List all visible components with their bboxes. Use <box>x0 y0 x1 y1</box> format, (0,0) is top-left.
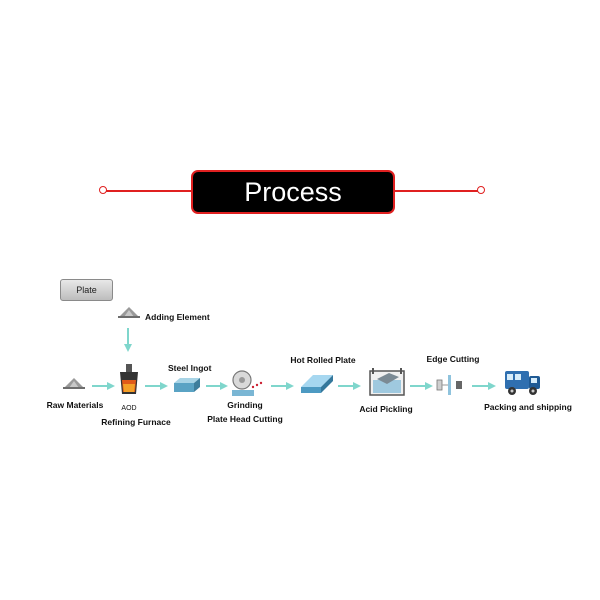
truck-icon <box>505 371 540 395</box>
label-steel-ingot: Steel Ingot <box>168 363 212 373</box>
label-edge-cutting: Edge Cutting <box>426 354 480 364</box>
label-aod: AOD <box>121 405 137 412</box>
label-raw-materials: Raw Materials <box>46 400 104 410</box>
label-plate-head-cutting: Plate Head Cutting <box>207 414 283 424</box>
label-packing-shipping: Packing and shipping <box>484 402 572 412</box>
banner-dot-left <box>99 186 107 194</box>
hot-rolled-plate-icon <box>301 375 333 393</box>
label-hot-rolled-plate: Hot Rolled Plate <box>290 355 356 365</box>
label-refining-furnace: Refining Furnace <box>101 417 171 427</box>
plate-badge-label: Plate <box>76 285 97 295</box>
raw-materials-icon <box>63 378 85 389</box>
label-adding-element: Adding Element <box>145 312 210 322</box>
grinding-icon <box>232 370 263 396</box>
banner-line-left <box>103 190 193 192</box>
label-grinding: Grinding <box>227 400 263 410</box>
plate-badge: Plate <box>60 279 113 301</box>
edge-cutting-icon <box>436 375 462 395</box>
label-acid-pickling: Acid Pickling <box>359 404 413 414</box>
acid-pickling-icon <box>369 368 405 396</box>
banner-line-right <box>394 190 480 192</box>
banner-dot-right <box>477 186 485 194</box>
process-banner: Process <box>191 170 395 214</box>
furnace-icon <box>120 364 138 394</box>
banner-title: Process <box>244 176 342 207</box>
steel-ingot-icon <box>174 378 200 392</box>
pile-icon <box>118 307 140 318</box>
